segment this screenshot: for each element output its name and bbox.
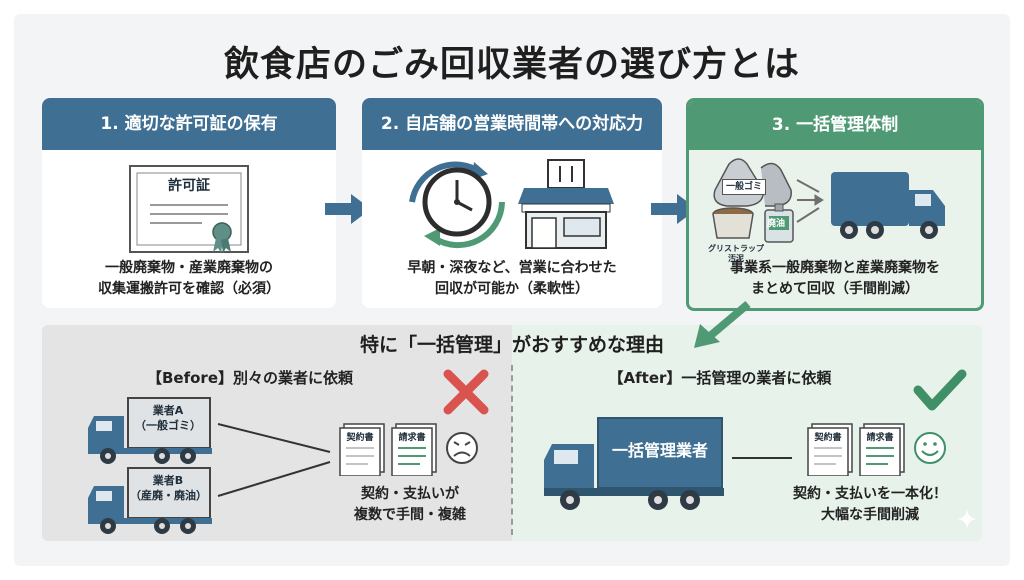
truck-a-type: （一般ゴミ） [135, 419, 201, 432]
card-hours-desc-2: 回収が可能か（柔軟性） [435, 281, 589, 297]
sparkle-icon [957, 509, 977, 529]
arrow-right-icon [651, 194, 697, 224]
sad-face-icon [446, 432, 478, 464]
truck-b-type: （産廃・廃油） [130, 489, 207, 502]
clock-and-store-icons [409, 159, 614, 249]
after-doc-invoice: 請求書 [866, 433, 894, 443]
clock-icon [409, 161, 505, 249]
before-doc-contract: 契約書 [346, 433, 374, 443]
panel-divider [511, 365, 513, 535]
unified-truck-label: 一括管理業者 [611, 441, 708, 460]
oil-tank-icon [764, 203, 794, 243]
checkmark-icon [913, 369, 967, 411]
card-permit: 1. 適切な許可証の保有 許可証 一般廃棄物・産業廃棄物の 収集運搬許可を確認（… [42, 98, 336, 308]
card-unified-heading: 3. 一括管理体制 [689, 101, 981, 150]
before-documents-icons [339, 423, 478, 476]
truck-b-name: 業者B [152, 474, 184, 487]
card-hours-heading: 2. 自店舗の営業時間帯への対応力 [362, 98, 662, 150]
before-doc-invoice: 請求書 [398, 433, 426, 443]
before-note-1: 契約・支払いが [361, 486, 459, 502]
garbage-bag-label: 一般ゴミ [722, 179, 766, 195]
arrow-down-left-icon [694, 300, 751, 348]
after-label: 【After】一括管理の業者に依頼 [608, 369, 832, 387]
smile-face-icon [914, 432, 946, 464]
before-note-2: 複数で手間・複雑 [354, 507, 466, 523]
waste-collection-icons [712, 158, 945, 243]
cross-icon [443, 369, 489, 415]
card-unified-desc-1: 事業系一般廃棄物と産業廃棄物を [730, 260, 940, 276]
converging-arrows-icon [796, 179, 824, 223]
grease-bucket-icon [712, 207, 754, 239]
unified-truck-icon [544, 417, 724, 510]
reason-title: 特に「一括管理」がおすすめな理由 [359, 334, 664, 356]
truck-a-name: 業者A [152, 404, 184, 417]
card-hours-desc-1: 早朝・深夜など、営業に合わせた [407, 260, 617, 276]
arrow-right-icon [325, 194, 371, 224]
truck-a-icon [88, 397, 212, 464]
certificate-icon [129, 165, 249, 253]
card-permit-desc-1: 一般廃棄物・産業廃棄物の [105, 260, 273, 276]
store-icon [518, 159, 614, 249]
truck-b-icon [88, 467, 212, 534]
card-unified: 3. 一括管理体制 一般ゴミ グリストラッ [686, 98, 984, 311]
before-label: 【Before】別々の業者に依頼 [146, 369, 353, 387]
card-unified-desc-2: まとめて回収（手間削減） [751, 281, 919, 297]
after-documents-icons [807, 423, 946, 476]
grease-trap-label: グリストラップ 汚泥 [708, 244, 764, 263]
garbage-truck-icon [831, 172, 945, 239]
oil-tank-label: 廃油 [766, 219, 785, 229]
certificate-label: 許可証 [168, 178, 210, 194]
after-note-1: 契約・支払いを一本化！ [793, 486, 947, 502]
card-hours: 2. 自店舗の営業時間帯への対応力 早朝・深夜など、営業に合わせた 回収が可能か… [362, 98, 662, 308]
after-truck-diagram [544, 417, 792, 510]
before-trucks-diagram [88, 397, 331, 534]
after-doc-contract: 契約書 [814, 433, 842, 443]
page-title: 飲食店のごみ回収業者の選び方とは [223, 45, 800, 85]
after-note-2: 大幅な手間削減 [821, 507, 919, 523]
card-permit-heading: 1. 適切な許可証の保有 [42, 98, 336, 150]
card-permit-desc-2: 収集運搬許可を確認（必須） [98, 281, 280, 297]
